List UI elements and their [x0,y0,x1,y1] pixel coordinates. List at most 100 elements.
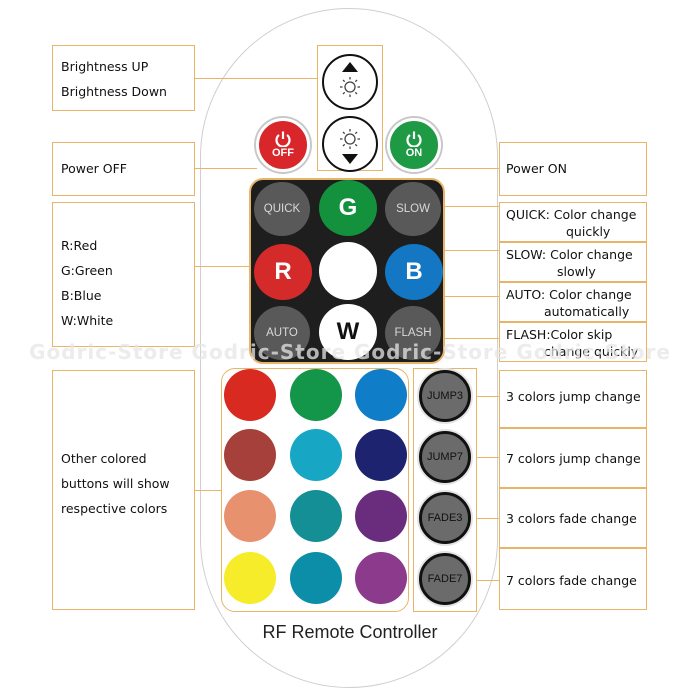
connector-flash [445,338,499,339]
fade3-desc-box: 3 colors fade change [499,488,647,548]
jump7-desc-box: 7 colors jump change [499,428,647,488]
connector-fade7 [476,580,499,581]
color-button-c1-r3[interactable] [224,490,276,542]
red-button[interactable]: R [254,244,312,300]
connector-slow [445,250,499,251]
flash-desc-line-2: change quickly [544,344,639,359]
color-button-c3-r3[interactable] [355,490,407,542]
remote-caption: RF Remote Controller [262,622,438,642]
connector-color-key [195,266,249,267]
connector-other-colors [195,490,221,491]
other-colors-label-box: Other colored buttons will show respecti… [52,370,195,610]
brightness-label-box: Brightness UP Brightness Down [52,45,195,111]
red-button-label: R [274,258,292,285]
jump3-desc-box: 3 colors jump change [499,370,647,428]
auto-button-label: AUTO [266,327,298,339]
watermark-text: Godric-Store Godric-Store Godric-Store G… [29,340,671,364]
blue-key-label: B:Blue [61,288,102,303]
color-button-c2-r4[interactable] [290,552,342,604]
power-icon [406,131,422,147]
fade7-button[interactable]: FADE7 [419,553,471,605]
flash-desc-box: FLASH:Color skip change quickly [499,322,647,362]
white-light-button[interactable] [319,242,377,300]
color-key-label-box: R:Red G:Green B:Blue W:White [52,202,195,347]
other-colors-line-3: respective colors [61,501,168,516]
jump7-button-label: JUMP7 [426,451,464,463]
auto-desc-line-2: automatically [544,304,630,319]
connector-fade3 [476,518,499,519]
sun-arrow-up-icon [340,62,360,97]
red-key-label: R:Red [61,238,98,253]
blue-button[interactable]: B [385,244,443,300]
fade7-desc-box: 7 colors fade change [499,548,647,610]
connector-power-on [435,168,499,169]
color-button-c2-r2[interactable] [290,429,342,481]
blue-button-label: B [405,258,423,285]
quick-button-label: QUICK [263,203,301,215]
other-colors-line-2: buttons will show [61,476,170,491]
green-button[interactable]: G [319,180,377,236]
brightness-up-button[interactable] [322,54,378,110]
power-on-button[interactable]: ON [387,118,441,172]
w-button-label: W [336,318,360,345]
power-off-label-box: Power OFF [52,142,195,196]
color-button-c1-r2[interactable] [224,429,276,481]
fade3-button[interactable]: FADE3 [419,492,471,544]
color-button-c2-r3[interactable] [290,490,342,542]
slow-desc-box: SLOW: Color change slowly [499,242,647,282]
color-grid-frame [221,368,409,612]
jump7-desc: 7 colors jump change [506,451,641,466]
quick-desc-line-2: quickly [566,224,611,239]
flash-button-label: FLASH [394,327,432,339]
flash-button[interactable]: FLASH [385,306,441,360]
green-button-label: G [338,194,358,221]
color-button-c1-r1[interactable] [224,369,276,421]
jump3-desc: 3 colors jump change [506,389,641,404]
fade7-desc: 7 colors fade change [506,573,637,588]
jump3-button-label: JUMP3 [426,390,464,402]
connector-auto [445,296,499,297]
quick-desc-line-1: QUICK: Color change [506,207,637,222]
brightness-down-label: Brightness Down [61,84,167,99]
brightness-up-label: Brightness UP [61,59,149,74]
color-button-c3-r2[interactable] [355,429,407,481]
power-off-text: OFF [272,147,294,159]
green-key-label: G:Green [61,263,113,278]
fade7-button-label: FADE7 [427,573,463,585]
fade3-desc: 3 colors fade change [506,511,637,526]
color-button-c2-r1[interactable] [290,369,342,421]
power-on-label-box: Power ON [499,142,647,196]
connector-power-off [195,168,257,169]
power-on-text: ON [405,147,423,159]
jump-fade-frame [413,368,477,612]
slow-desc-line-2: slowly [557,264,596,279]
power-off-label: Power OFF [61,161,127,176]
w-button[interactable]: W [319,304,377,360]
auto-button[interactable]: AUTO [254,306,310,360]
color-button-c3-r4[interactable] [355,552,407,604]
slow-desc-line-1: SLOW: Color change [506,247,633,262]
flash-desc-line-1: FLASH:Color skip [506,327,613,342]
auto-desc-box: AUTO: Color change automatically [499,282,647,322]
fade3-button-label: FADE3 [427,512,463,524]
slow-button-label: SLOW [396,203,430,215]
white-key-label: W:White [61,313,114,328]
quick-desc-box: QUICK: Color change quickly [499,202,647,242]
connector-quick [445,206,499,207]
jump3-button[interactable]: JUMP3 [419,370,471,422]
slow-button[interactable]: SLOW [385,182,441,236]
jump7-button[interactable]: JUMP7 [419,431,471,483]
power-on-label: Power ON [506,161,567,176]
connector-jump3 [476,396,499,397]
connector-jump7 [476,457,499,458]
connector-brightness [195,78,317,79]
color-button-c3-r1[interactable] [355,369,407,421]
auto-desc-line-1: AUTO: Color change [506,287,632,302]
power-off-button[interactable]: OFF [256,118,310,172]
brightness-down-button[interactable] [322,116,378,172]
quick-button[interactable]: QUICK [254,182,310,236]
power-icon [275,131,291,147]
color-button-c1-r4[interactable] [224,552,276,604]
other-colors-line-1: Other colored [61,451,147,466]
remote-body-outline [200,8,498,688]
